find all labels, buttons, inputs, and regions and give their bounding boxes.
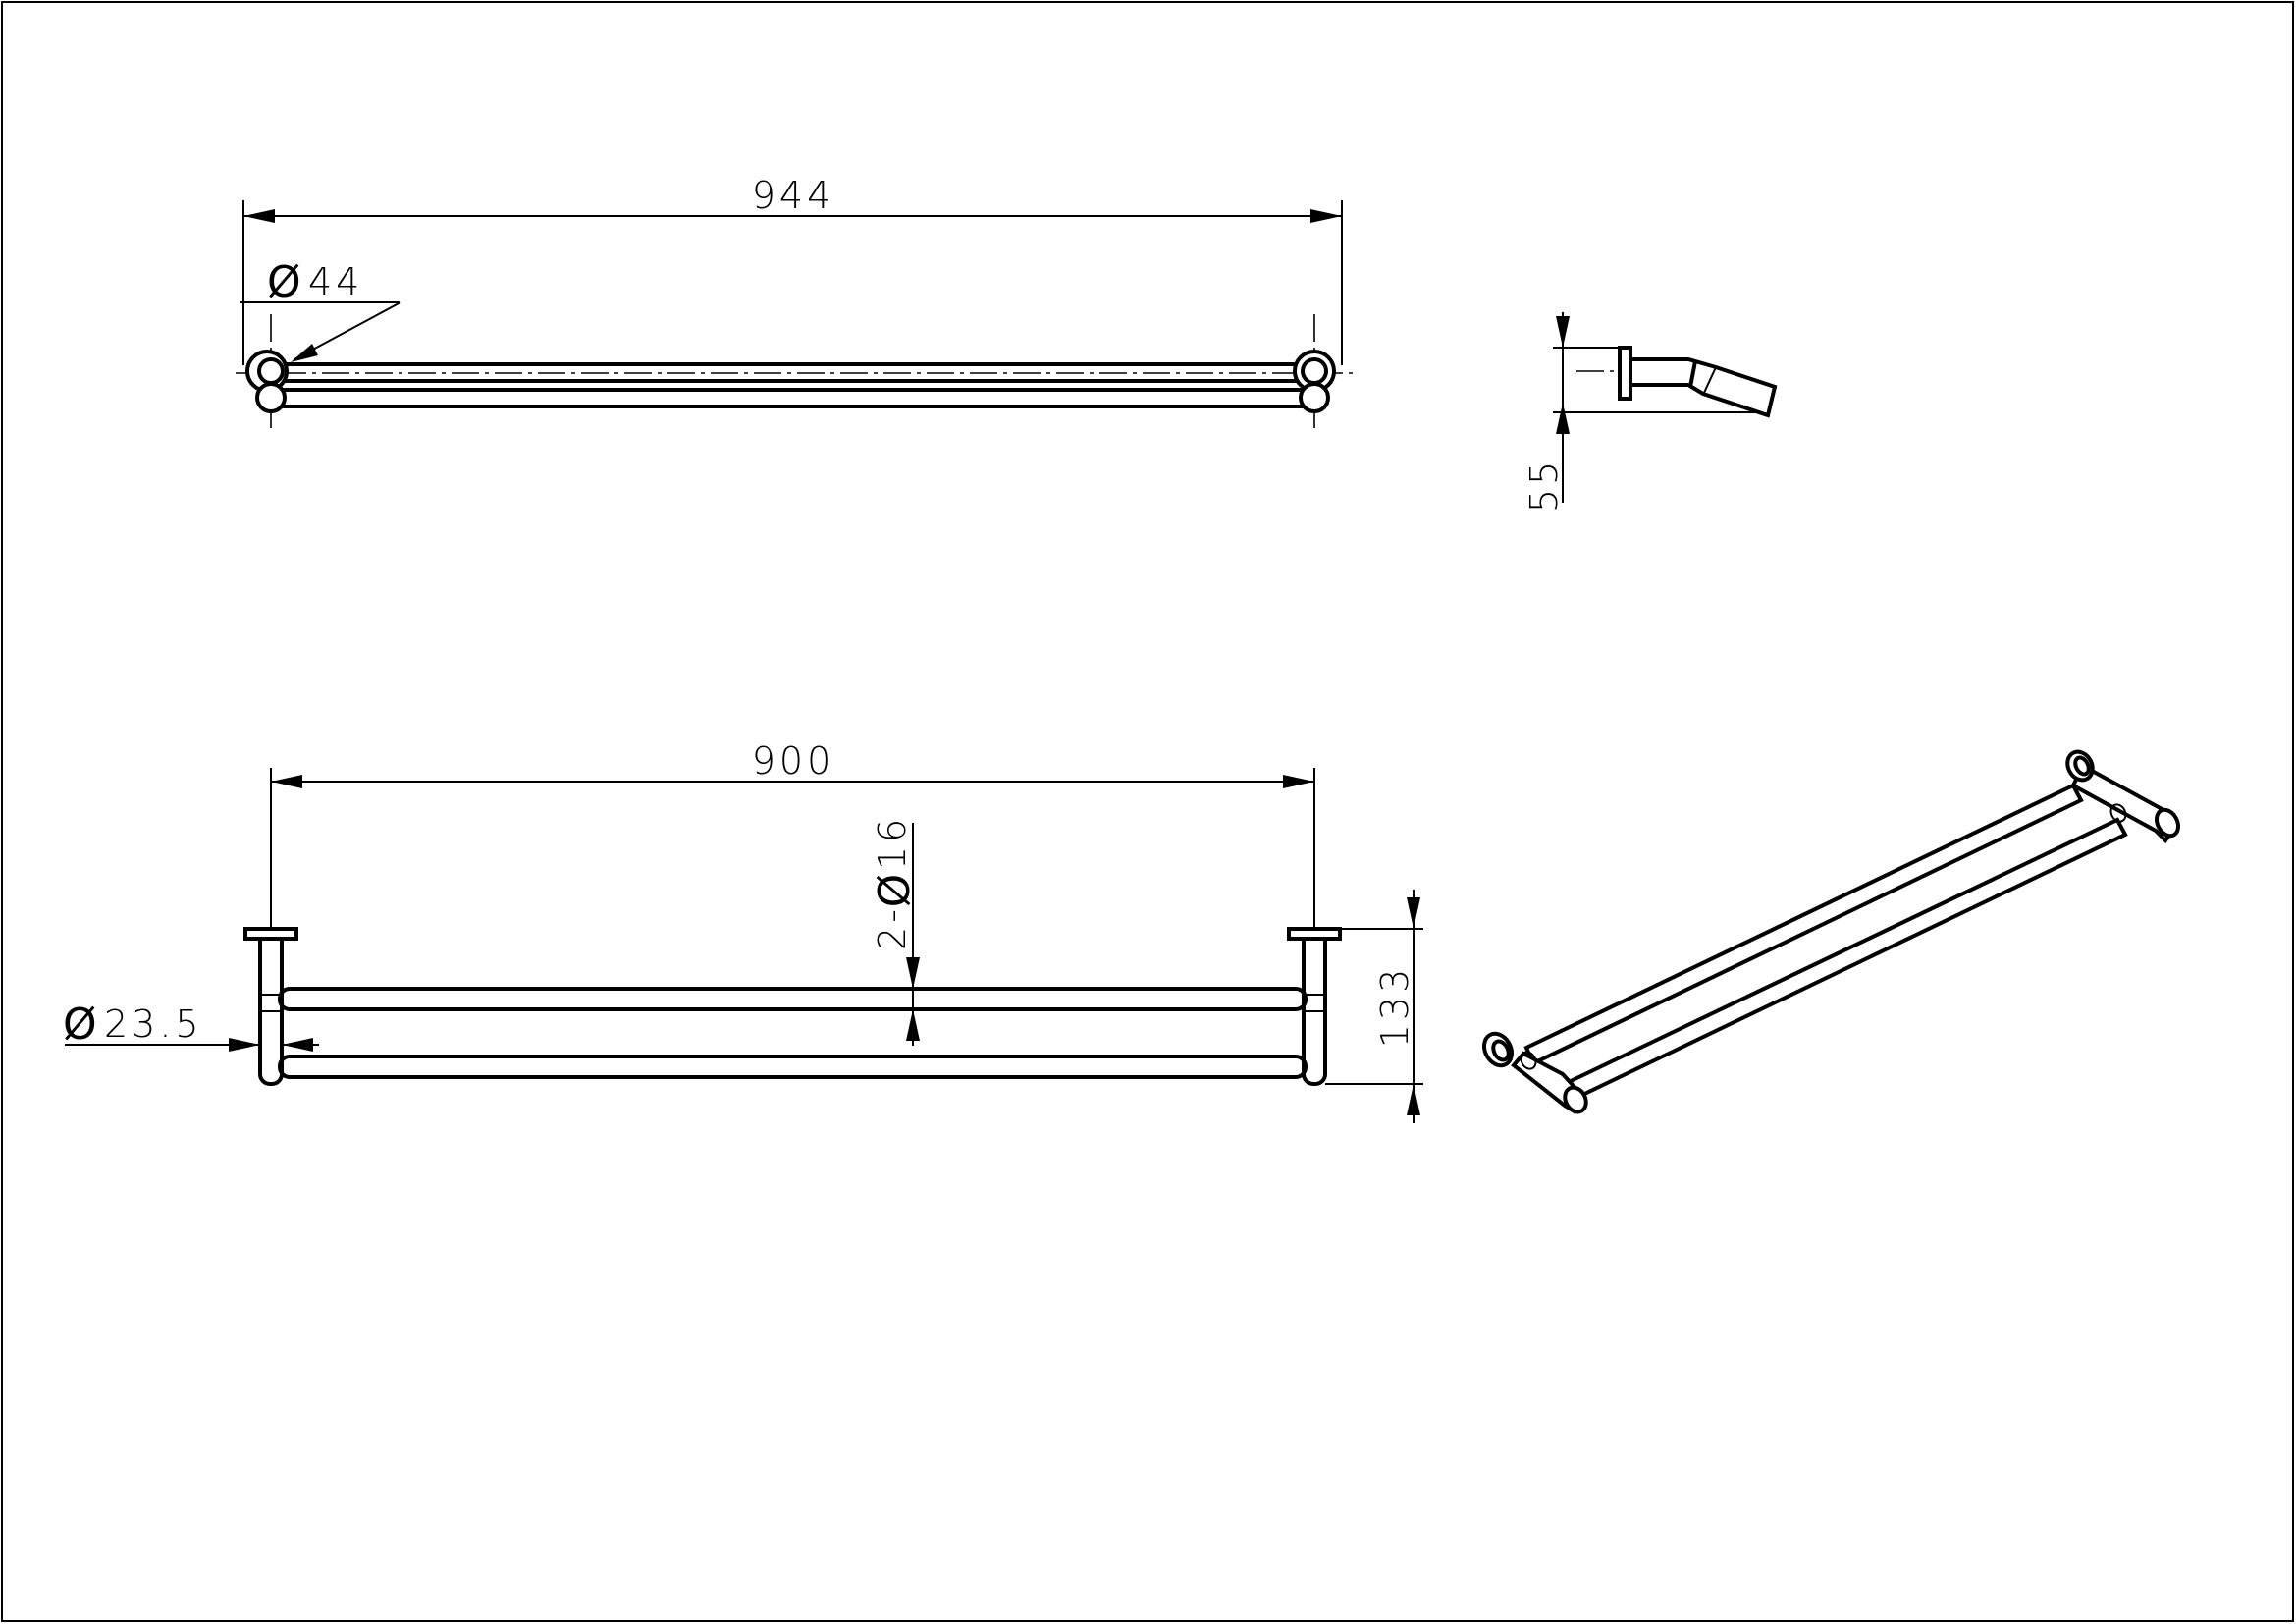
side-view: 55 [1522, 312, 1778, 513]
dim-bar-diameter: 16 [871, 815, 914, 870]
dim-center-distance: 900 [752, 739, 835, 783]
dim-bar-spacing: 133 [1373, 965, 1416, 1049]
top-view: 944 Ø 44 [236, 174, 1355, 432]
diameter-symbol-16: Ø [870, 874, 920, 908]
diameter-symbol-44: Ø [267, 257, 301, 307]
diameter-symbol-23: Ø [63, 1000, 97, 1050]
dim-post-diameter: 23.5 [104, 1002, 203, 1046]
front-view: 900 2- Ø 16 Ø 23.5 133 [63, 739, 1423, 1123]
dim-projection: 55 [1522, 458, 1566, 513]
dim-bar-diameter-prefix: 2- [871, 905, 914, 950]
isometric-view [1482, 749, 2181, 1114]
dim-overall-length: 944 [752, 174, 835, 217]
dim-mount-diameter: 44 [308, 260, 363, 303]
